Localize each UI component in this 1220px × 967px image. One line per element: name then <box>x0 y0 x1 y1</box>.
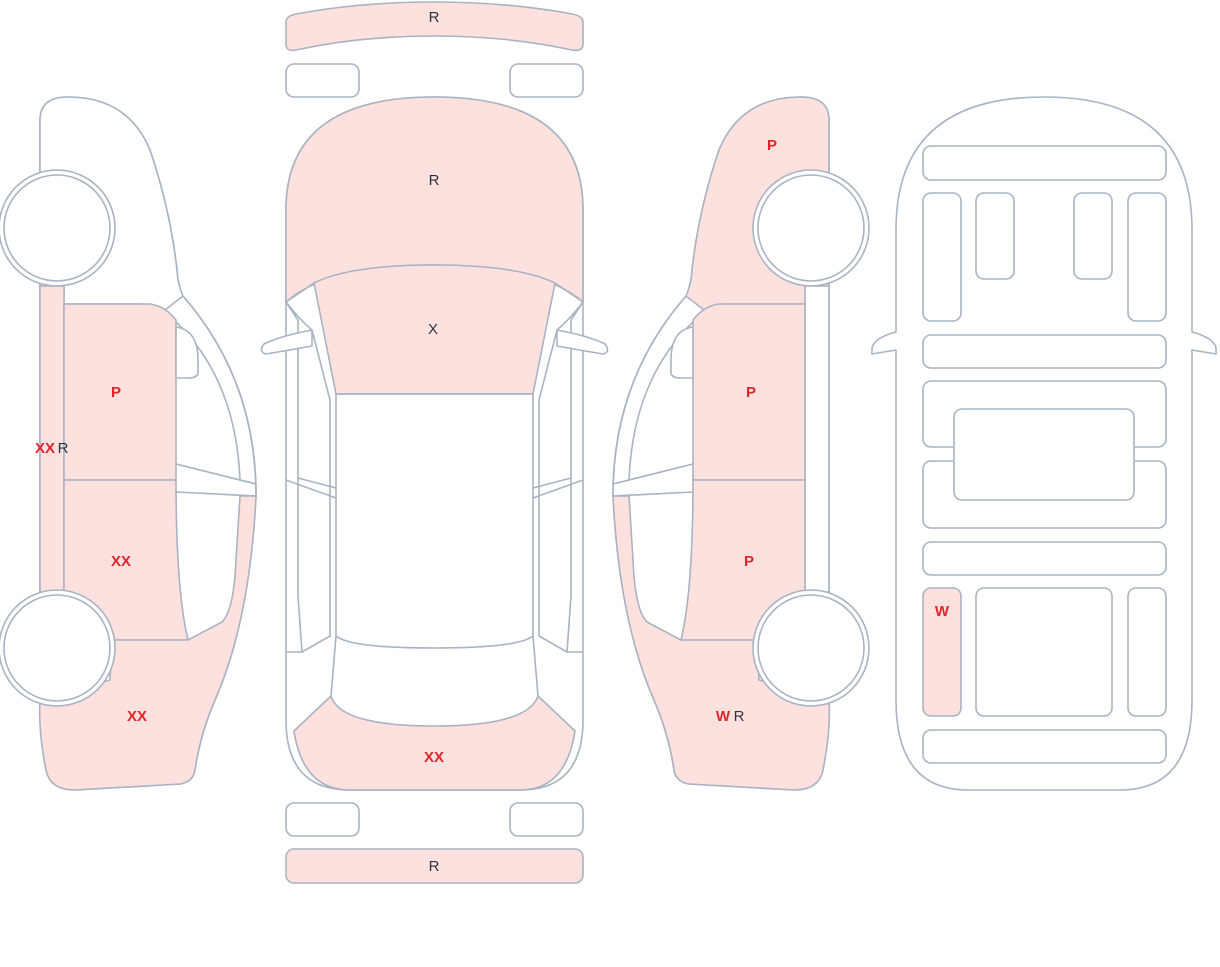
top-view <box>260 1 609 884</box>
code-right-front-door: P <box>746 384 756 401</box>
left-rear-quarter <box>38 495 257 791</box>
trunk-panel <box>922 729 1167 764</box>
left-side-view <box>0 96 257 791</box>
passenger-door-panel <box>1127 192 1167 322</box>
code-left-rear-door: XX <box>111 553 131 570</box>
code-front-bumper-strip: R <box>429 9 440 26</box>
left-front-tire <box>3 174 111 282</box>
right-front-door <box>692 303 806 481</box>
left-b-pillar <box>175 463 257 497</box>
code-left-rear-quarter: XX <box>127 708 147 725</box>
code-right-rear-quarter-b: R <box>734 708 745 725</box>
left-side-mirror-top <box>260 329 313 355</box>
front-console <box>922 334 1167 369</box>
code-rear-bumper-strip: R <box>429 858 440 875</box>
interior-right-rear-panel <box>1127 587 1167 717</box>
code-right-rear-quarter-a: W <box>716 708 731 725</box>
right-side-mirror-top <box>556 329 609 355</box>
front-right-light <box>509 63 584 98</box>
left-front-door <box>63 303 177 481</box>
right-rear-tire <box>757 594 865 702</box>
right-rocker-panel <box>804 285 830 593</box>
cargo-divider <box>922 541 1167 576</box>
cargo-floor <box>975 587 1113 717</box>
dashboard <box>922 145 1167 181</box>
interior-view <box>871 96 1217 791</box>
code-rear-bumper: XX <box>424 749 444 766</box>
interior-left-rear-seat <box>922 587 962 717</box>
left-rocker-panel <box>39 285 65 593</box>
rear-left-light <box>285 802 360 837</box>
code-right-rear-door: P <box>744 553 754 570</box>
right-front-tire <box>757 174 865 282</box>
code-left-rocker-a: XX <box>35 440 55 457</box>
rear-bumper <box>293 695 576 791</box>
driver-seat <box>975 192 1015 280</box>
front-bumper-strip <box>285 1 584 52</box>
code-interior-left-rear-seat: W <box>935 603 950 620</box>
right-side-view <box>612 96 870 791</box>
damage-codes: R R X XX R P XX R XX XX P P P W R W <box>35 9 950 875</box>
driver-door-panel <box>922 192 962 322</box>
passenger-seat <box>1073 192 1113 280</box>
rear-bumper-strip <box>285 848 584 884</box>
left-mirror <box>175 326 199 379</box>
right-b-pillar <box>612 463 694 497</box>
rear-window <box>335 393 534 649</box>
code-hood: R <box>429 172 440 189</box>
code-left-front-door: P <box>111 384 121 401</box>
right-door-lines <box>532 282 584 653</box>
left-door-lines <box>285 282 337 653</box>
code-left-rocker-b: R <box>58 440 69 457</box>
code-right-front-fender: P <box>767 137 777 154</box>
left-rear-tire <box>3 594 111 702</box>
right-rear-quarter <box>612 495 831 791</box>
rear-right-light <box>509 802 584 837</box>
front-left-light <box>285 63 360 98</box>
center-armrest <box>953 408 1135 501</box>
rear-glass <box>330 635 539 697</box>
windshield <box>313 264 556 395</box>
code-windshield: X <box>428 321 438 338</box>
right-mirror <box>670 326 694 379</box>
